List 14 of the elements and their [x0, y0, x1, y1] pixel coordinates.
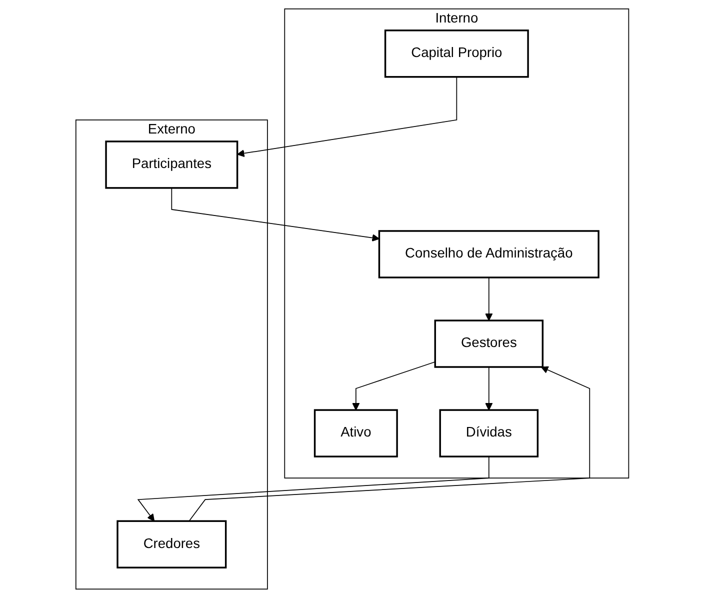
arrow: [170, 188, 380, 242]
arrow: [352, 361, 436, 410]
node-box: Dívidas: [438, 409, 538, 458]
node-box: Credores: [116, 520, 226, 568]
node-box: Gestores: [434, 320, 544, 368]
node-box: Conselho de Administração: [378, 230, 600, 278]
arrow: [137, 456, 490, 522]
arrow: [484, 277, 492, 321]
arrow: [236, 76, 457, 158]
arrow: [484, 366, 492, 410]
node-box: Capital Proprio: [384, 30, 529, 78]
node-box: Ativo: [314, 409, 398, 458]
arrow: [188, 366, 590, 522]
node-box: Participantes: [104, 140, 238, 189]
